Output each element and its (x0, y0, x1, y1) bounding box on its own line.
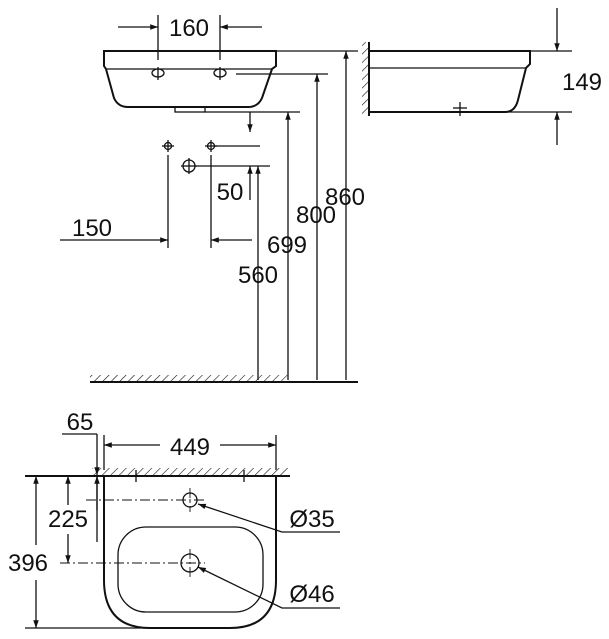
dim-tap-hole-diameter: Ø35 (289, 506, 334, 533)
waste-hole-plan (180, 549, 200, 577)
dim-height-fixings: 560 (238, 262, 278, 289)
fixing-points (162, 140, 217, 174)
plan-view: 65 449 396 225 (8, 409, 340, 629)
wall-hatch-plan (92, 468, 289, 476)
basin-bowl (117, 526, 264, 613)
tap-hole-plan (182, 488, 198, 512)
tap-holes (151, 67, 227, 80)
dim-waste-diameter: Ø46 (289, 581, 334, 608)
wall-hatch (362, 42, 369, 116)
dim-projection: 396 (8, 550, 48, 577)
dim-height-rim: 860 (325, 184, 365, 211)
dim-wall-offset: 65 (67, 409, 94, 436)
side-elevation: 160 50 150 560 699 800 860 (60, 15, 365, 383)
dim-fixing-spacing: 150 (72, 215, 112, 242)
floor-hatch (90, 375, 290, 382)
dim-basin-depth: 149 (562, 69, 602, 96)
dim-fixing-offset: 50 (217, 179, 244, 206)
dim-tap-hole-distance: 225 (48, 506, 88, 533)
side-profile: 149 (362, 8, 602, 145)
dim-tap-hole-spacing: 160 (169, 15, 209, 42)
dim-width: 449 (170, 434, 210, 461)
waste-outlet (174, 106, 206, 113)
dim-height-tap-holes: 800 (296, 202, 336, 229)
basin-side-outline (103, 50, 277, 108)
dim-height-drain: 699 (267, 232, 307, 259)
